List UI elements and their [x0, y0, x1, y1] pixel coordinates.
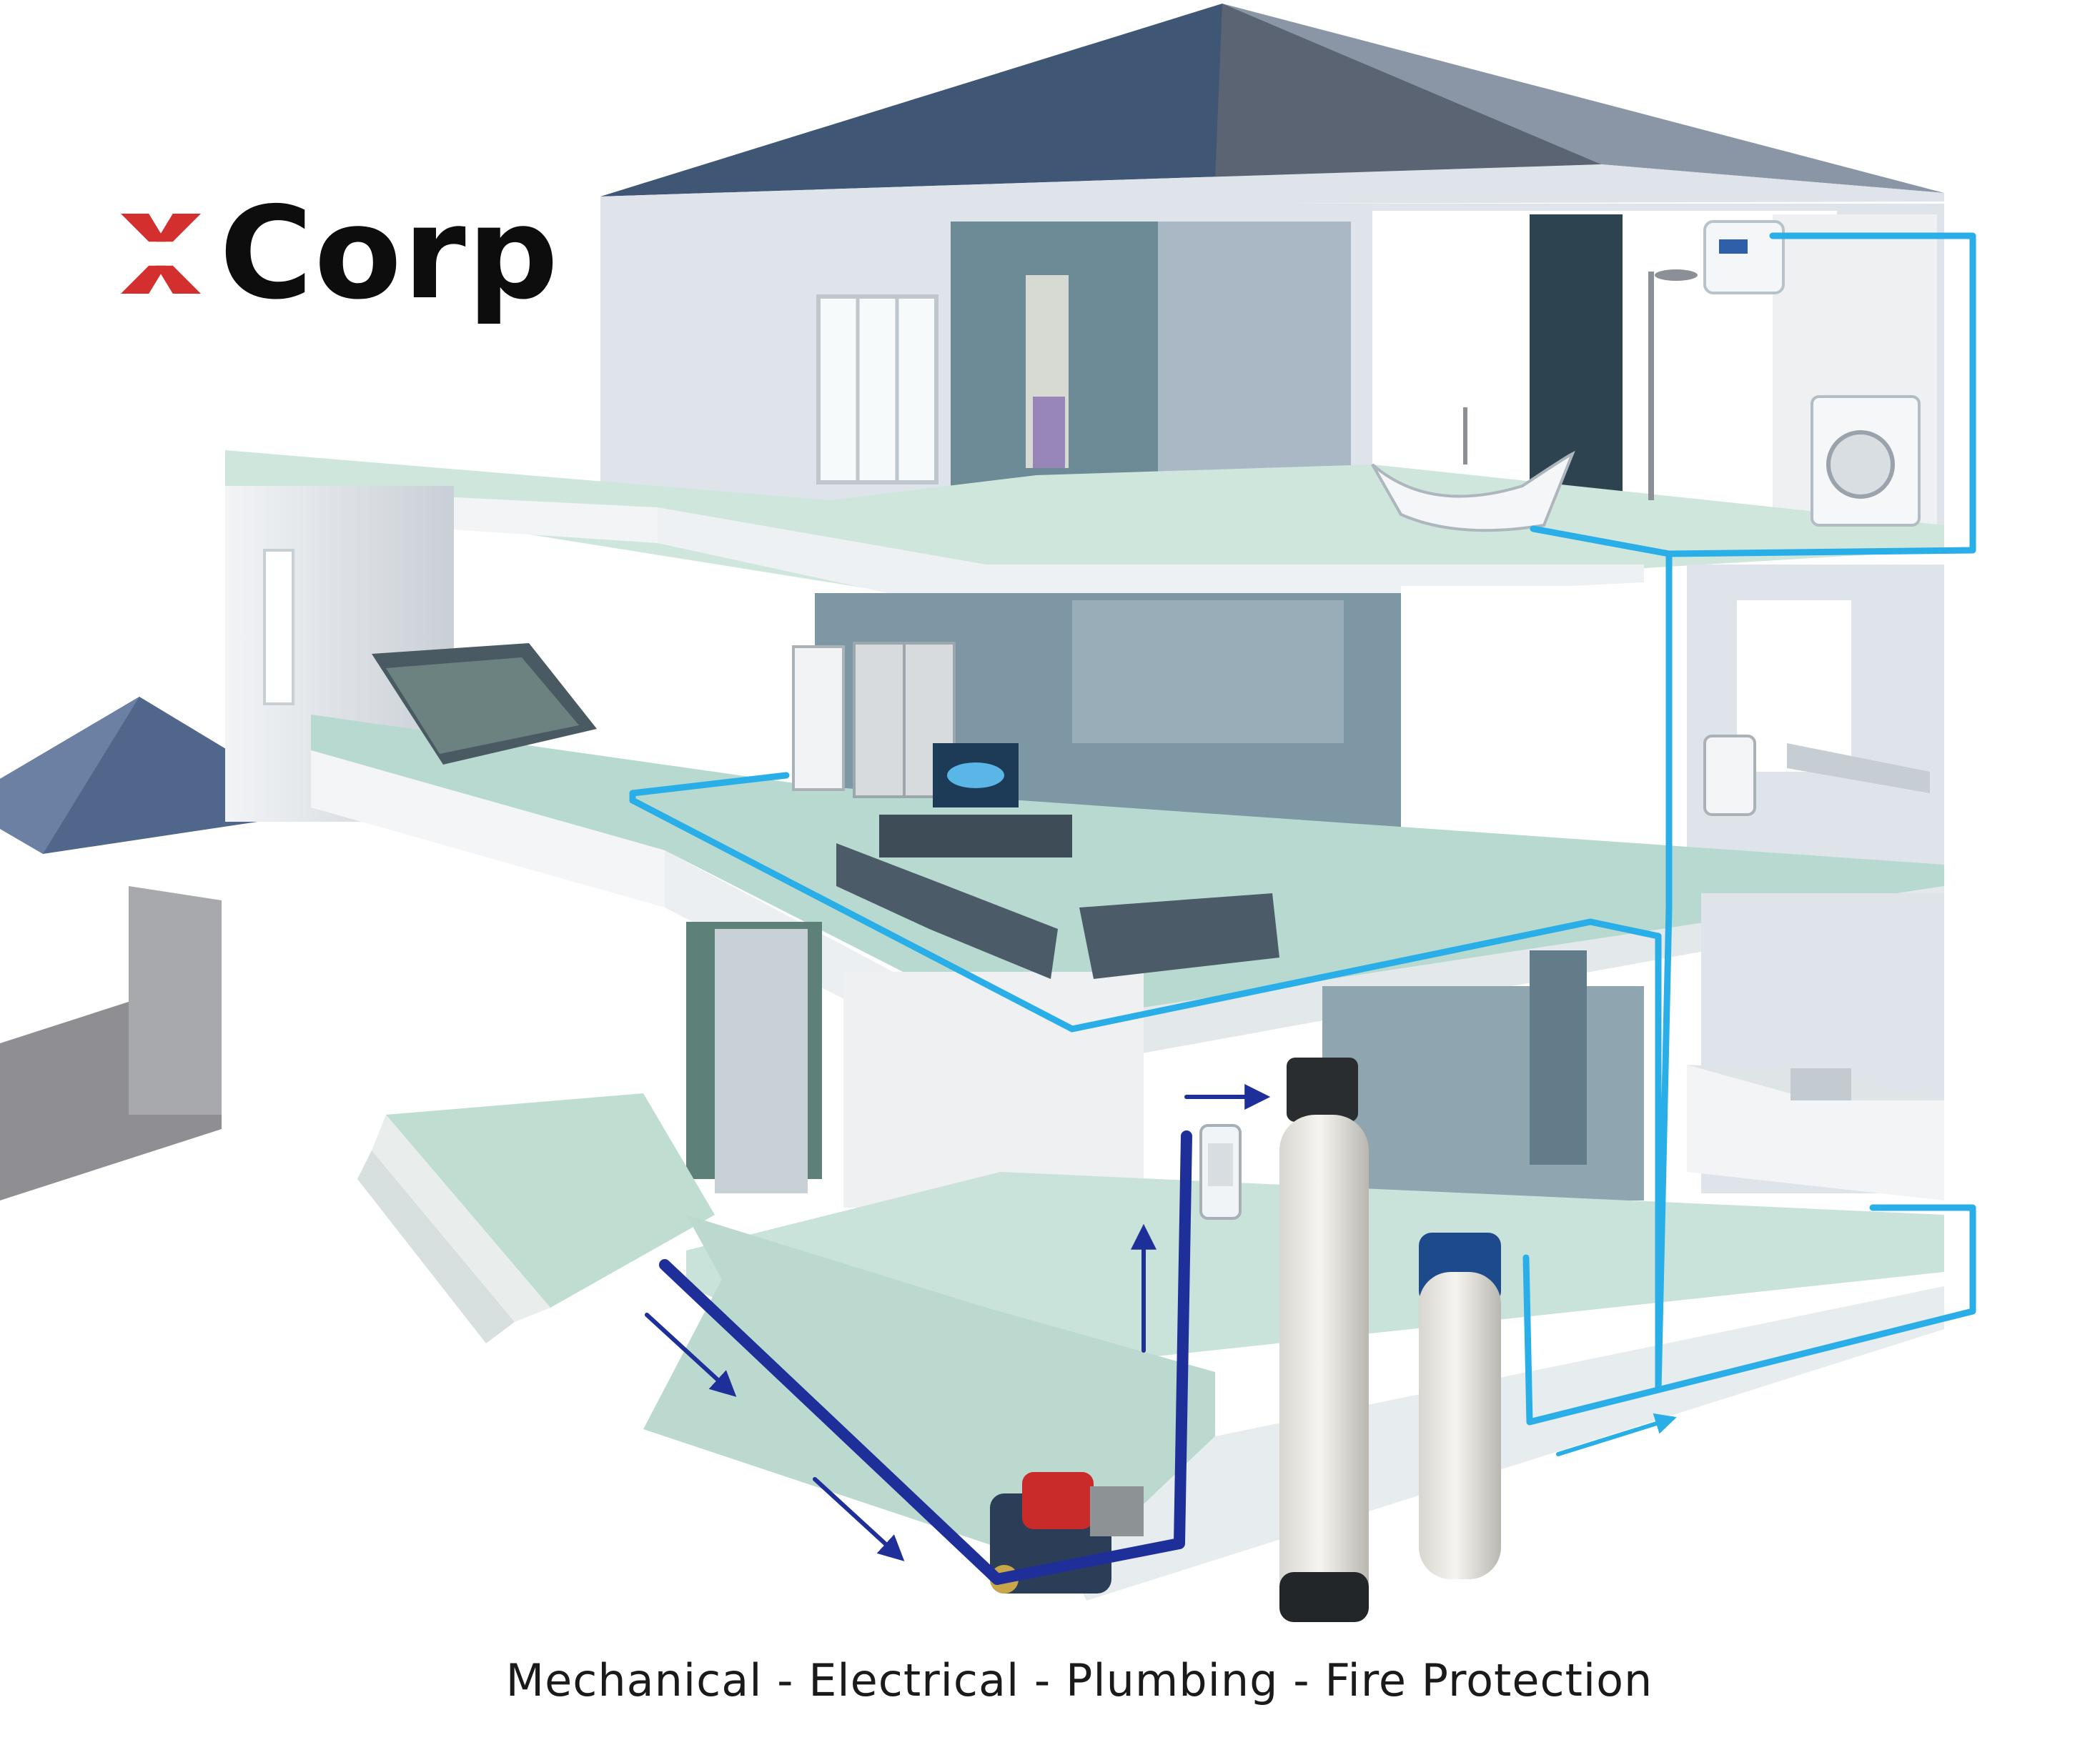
kitchen-sink-icon [1791, 1068, 1851, 1100]
toilet-icon [1703, 735, 1756, 816]
flow-arrow [1556, 1413, 1677, 1456]
caption: Mechanical - Electrical - Plumbing - Fir… [505, 1654, 1653, 1706]
washing-machine-icon [1811, 395, 1921, 527]
bed-icon [372, 643, 597, 765]
brand-name: Corp [219, 179, 560, 327]
water-heater-icon [1703, 220, 1785, 294]
sink-icon [1787, 743, 1930, 793]
distribution-line [629, 232, 1976, 1456]
ground-floor [0, 886, 1944, 1601]
flow-arrow [813, 1477, 905, 1561]
tv-icon [933, 743, 1019, 807]
x-logo-icon [121, 214, 201, 294]
water-softener-tank-icon [1279, 1058, 1369, 1622]
water-dispenser-icon [792, 645, 845, 791]
sofa-icon [836, 815, 1279, 979]
bathtub-icon [1371, 407, 1575, 532]
brand-logo: Corp [111, 182, 560, 325]
sediment-filter-icon [1199, 1124, 1242, 1220]
middle-floor [225, 486, 1944, 1079]
brine-tank-icon [1419, 1233, 1501, 1579]
supply-line [645, 1084, 1271, 1585]
flow-arrow [645, 1313, 737, 1397]
main-roof [600, 4, 1944, 206]
shower-icon [1648, 269, 1698, 500]
